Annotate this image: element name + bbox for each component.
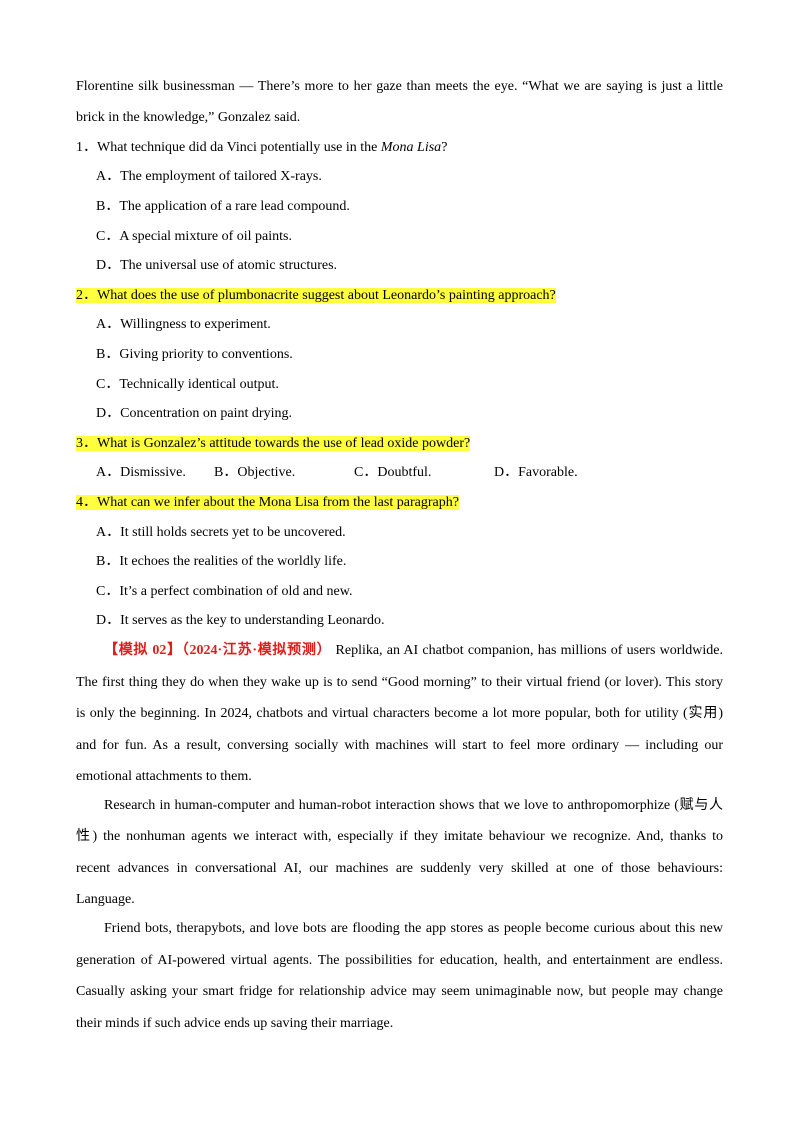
question-1-stem: 1．What technique did da Vinci potentiall… <box>76 140 448 155</box>
painting-title: Mona Lisa <box>380 140 442 155</box>
question-3-stem: 3．What is Gonzalez’s attitude towards th… <box>76 435 471 453</box>
passage-line: Research in human-computer and human-rob… <box>104 798 723 813</box>
passage-line: emotional attachments to them. <box>76 769 252 784</box>
question-2-option-c: C．Technically identical output. <box>96 377 279 392</box>
question-2-option-b: B．Giving priority to conventions. <box>96 347 293 362</box>
passage-line: brick in the knowledge,” Gonzalez said. <box>76 110 301 125</box>
passage-line: recent advances in conversational AI, ou… <box>76 861 723 876</box>
highlighted-text: 4．What can we infer about the Mona Lisa … <box>76 495 459 510</box>
question-1-option-d: D．The universal use of atomic structures… <box>96 258 338 273</box>
question-3-option-a: A．Dismissive. <box>96 465 186 480</box>
source-tag: （2024·江苏·模拟预测） <box>181 643 332 658</box>
question-2-option-d: D．Concentration on paint drying. <box>96 406 292 421</box>
question-4-option-c: C．It’s a perfect combination of old and … <box>96 584 353 599</box>
question-4-option-b: B．It echoes the realities of the worldly… <box>96 554 347 569</box>
passage-line: Florentine silk businessman — There’s mo… <box>76 79 723 94</box>
passage2-first-line: 【模拟 02】（2024·江苏·模拟预测） Replika, an AI cha… <box>104 643 723 658</box>
passage-line: their minds if such advice ends up savin… <box>76 1016 394 1031</box>
question-2-option-a: A．Willingness to experiment. <box>96 317 271 332</box>
question-1-option-c: C．A special mixture of oil paints. <box>96 229 292 244</box>
highlighted-text: 3．What is Gonzalez’s attitude towards th… <box>76 436 471 451</box>
question-1-option-b: B．The application of a rare lead compoun… <box>96 199 350 214</box>
source-tag: 【模拟 02】 <box>104 643 182 658</box>
question-3-option-b: B．Objective. <box>214 465 296 480</box>
passage-line: The first thing they do when they wake u… <box>76 675 723 690</box>
question-2-stem: 2．What does the use of plumbonacrite sug… <box>76 287 556 305</box>
passage-line: 性) the nonhuman agents we interact with,… <box>76 829 723 844</box>
highlighted-text: 2．What does the use of plumbonacrite sug… <box>76 288 556 303</box>
question-3-option-c: C．Doubtful. <box>354 465 432 480</box>
passage-line: and for fun. As a result, conversing soc… <box>76 738 723 753</box>
passage-line: Friend bots, therapybots, and love bots … <box>104 921 723 936</box>
question-4-option-a: A．It still holds secrets yet to be uncov… <box>96 525 346 540</box>
question-1-option-a: A．The employment of tailored X-rays. <box>96 169 322 184</box>
question-4-option-d: D．It serves as the key to understanding … <box>96 613 385 628</box>
passage-line: Casually asking your smart fridge for re… <box>76 984 723 999</box>
passage-line: Language. <box>76 892 135 907</box>
question-4-stem: 4．What can we infer about the Mona Lisa … <box>76 494 459 512</box>
question-3-option-d: D．Favorable. <box>494 465 578 480</box>
passage-line: is only the beginning. In 2024, chatbots… <box>76 706 723 721</box>
passage-line: generation of AI-powered virtual agents.… <box>76 953 723 968</box>
